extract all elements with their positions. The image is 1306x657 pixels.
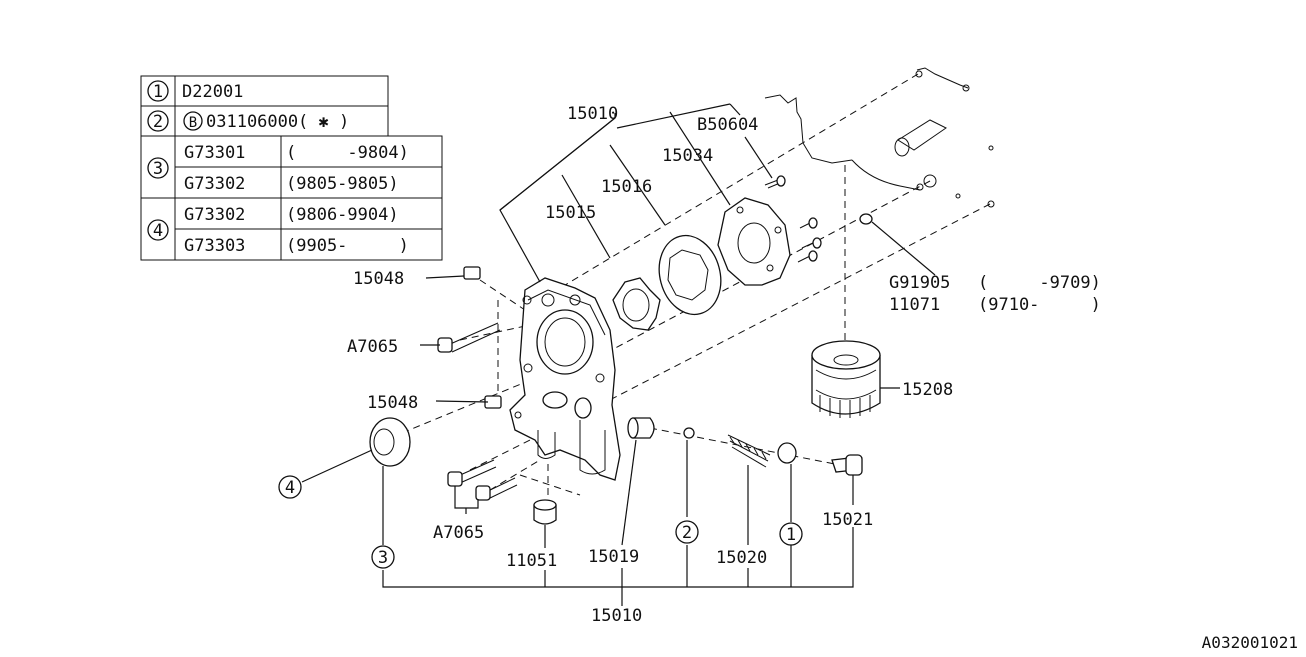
callout-3: 3 — [378, 548, 388, 568]
seal-15048-upper — [463, 266, 481, 280]
legend-range-3b: (9805-9805) — [286, 174, 399, 194]
legend-range-4a: (9806-9904) — [286, 205, 399, 225]
legend-code-1: D22001 — [182, 82, 243, 102]
label-15016: 15016 — [601, 177, 652, 197]
label-a7065-upper: A7065 — [347, 337, 398, 357]
bolts-a7065 — [437, 322, 518, 501]
label-11071-range: (9710- ) — [978, 295, 1101, 315]
screws-b50604 — [764, 175, 822, 263]
legend-table: 1 D22001 2 B 031106000 ( ✱ ) 3 G73301 ( … — [140, 75, 443, 261]
label-15015: 15015 — [545, 203, 596, 223]
oil-pump-housing-15010 — [509, 277, 621, 481]
part-labels: 15010 B50604 15034 15016 15015 15048 A70… — [347, 104, 1101, 626]
legend-num-4: 4 — [153, 221, 163, 241]
legend-code-2: 031106000 — [206, 112, 298, 132]
callout-circles: 4 3 2 1 — [278, 475, 803, 569]
callout-circle-3 — [371, 545, 395, 569]
oil-seal — [369, 417, 411, 467]
callout-circle-1 — [779, 522, 803, 546]
plug-11051 — [533, 499, 557, 525]
label-b50604: B50604 — [697, 115, 758, 135]
legend-code-3a: G73301 — [184, 143, 245, 163]
washer-2 — [683, 427, 695, 439]
label-15020: 15020 — [716, 548, 767, 568]
label-15010-bottom: 15010 — [591, 606, 642, 626]
label-g91905-range: ( -9709) — [978, 273, 1101, 293]
oil-filter-15208 — [811, 340, 881, 418]
diagram-id: A032001021 — [1202, 633, 1298, 652]
legend-code-3b: G73302 — [184, 174, 245, 194]
label-15010-top: 15010 — [567, 104, 618, 124]
pump-cover-15034 — [717, 197, 791, 286]
inner-rotor-15015 — [612, 277, 661, 331]
label-15208: 15208 — [902, 380, 953, 400]
plug-15021 — [831, 454, 863, 476]
label-11071: 11071 — [889, 295, 940, 315]
label-g91905: G91905 — [889, 273, 950, 293]
bolt-b-prefix-circle — [183, 111, 203, 131]
legend-num-3: 3 — [153, 159, 163, 179]
legend-code-4a: G73302 — [184, 205, 245, 225]
legend-range-2: ( ✱ ) — [298, 112, 349, 132]
label-a7065-lower: A7065 — [433, 523, 484, 543]
leader-lines — [301, 103, 936, 606]
legend-code-4b: G73303 — [184, 236, 245, 256]
callout-4: 4 — [285, 478, 295, 498]
gasket-d22001 — [777, 442, 797, 464]
legend-num-circle-2 — [147, 110, 169, 132]
legend-prefix-b: B — [189, 115, 197, 131]
legend-num-circle-1 — [147, 80, 169, 102]
legend-num-2: 2 — [153, 112, 163, 132]
label-15019: 15019 — [588, 547, 639, 567]
callout-2: 2 — [682, 523, 692, 543]
callout-circle-4 — [278, 475, 302, 499]
callout-circle-2 — [675, 520, 699, 544]
callout-1: 1 — [786, 525, 796, 545]
legend-num-circle-4 — [147, 219, 169, 241]
legend-num-1: 1 — [153, 82, 163, 102]
label-11051: 11051 — [506, 551, 557, 571]
label-15048-upper: 15048 — [353, 269, 404, 289]
legend-range-3a: ( -9804) — [286, 143, 409, 163]
legend-num-circle-3 — [147, 157, 169, 179]
legend-range-4b: (9905- ) — [286, 236, 409, 256]
spring-15020 — [727, 434, 771, 468]
label-15034: 15034 — [662, 146, 713, 166]
label-15048-lower: 15048 — [367, 393, 418, 413]
outer-rotor-15016 — [658, 234, 722, 316]
o-ring-g91905 — [859, 213, 873, 225]
label-15021: 15021 — [822, 510, 873, 530]
relief-valve-15019 — [627, 417, 655, 439]
engine-block-outline — [764, 67, 995, 208]
